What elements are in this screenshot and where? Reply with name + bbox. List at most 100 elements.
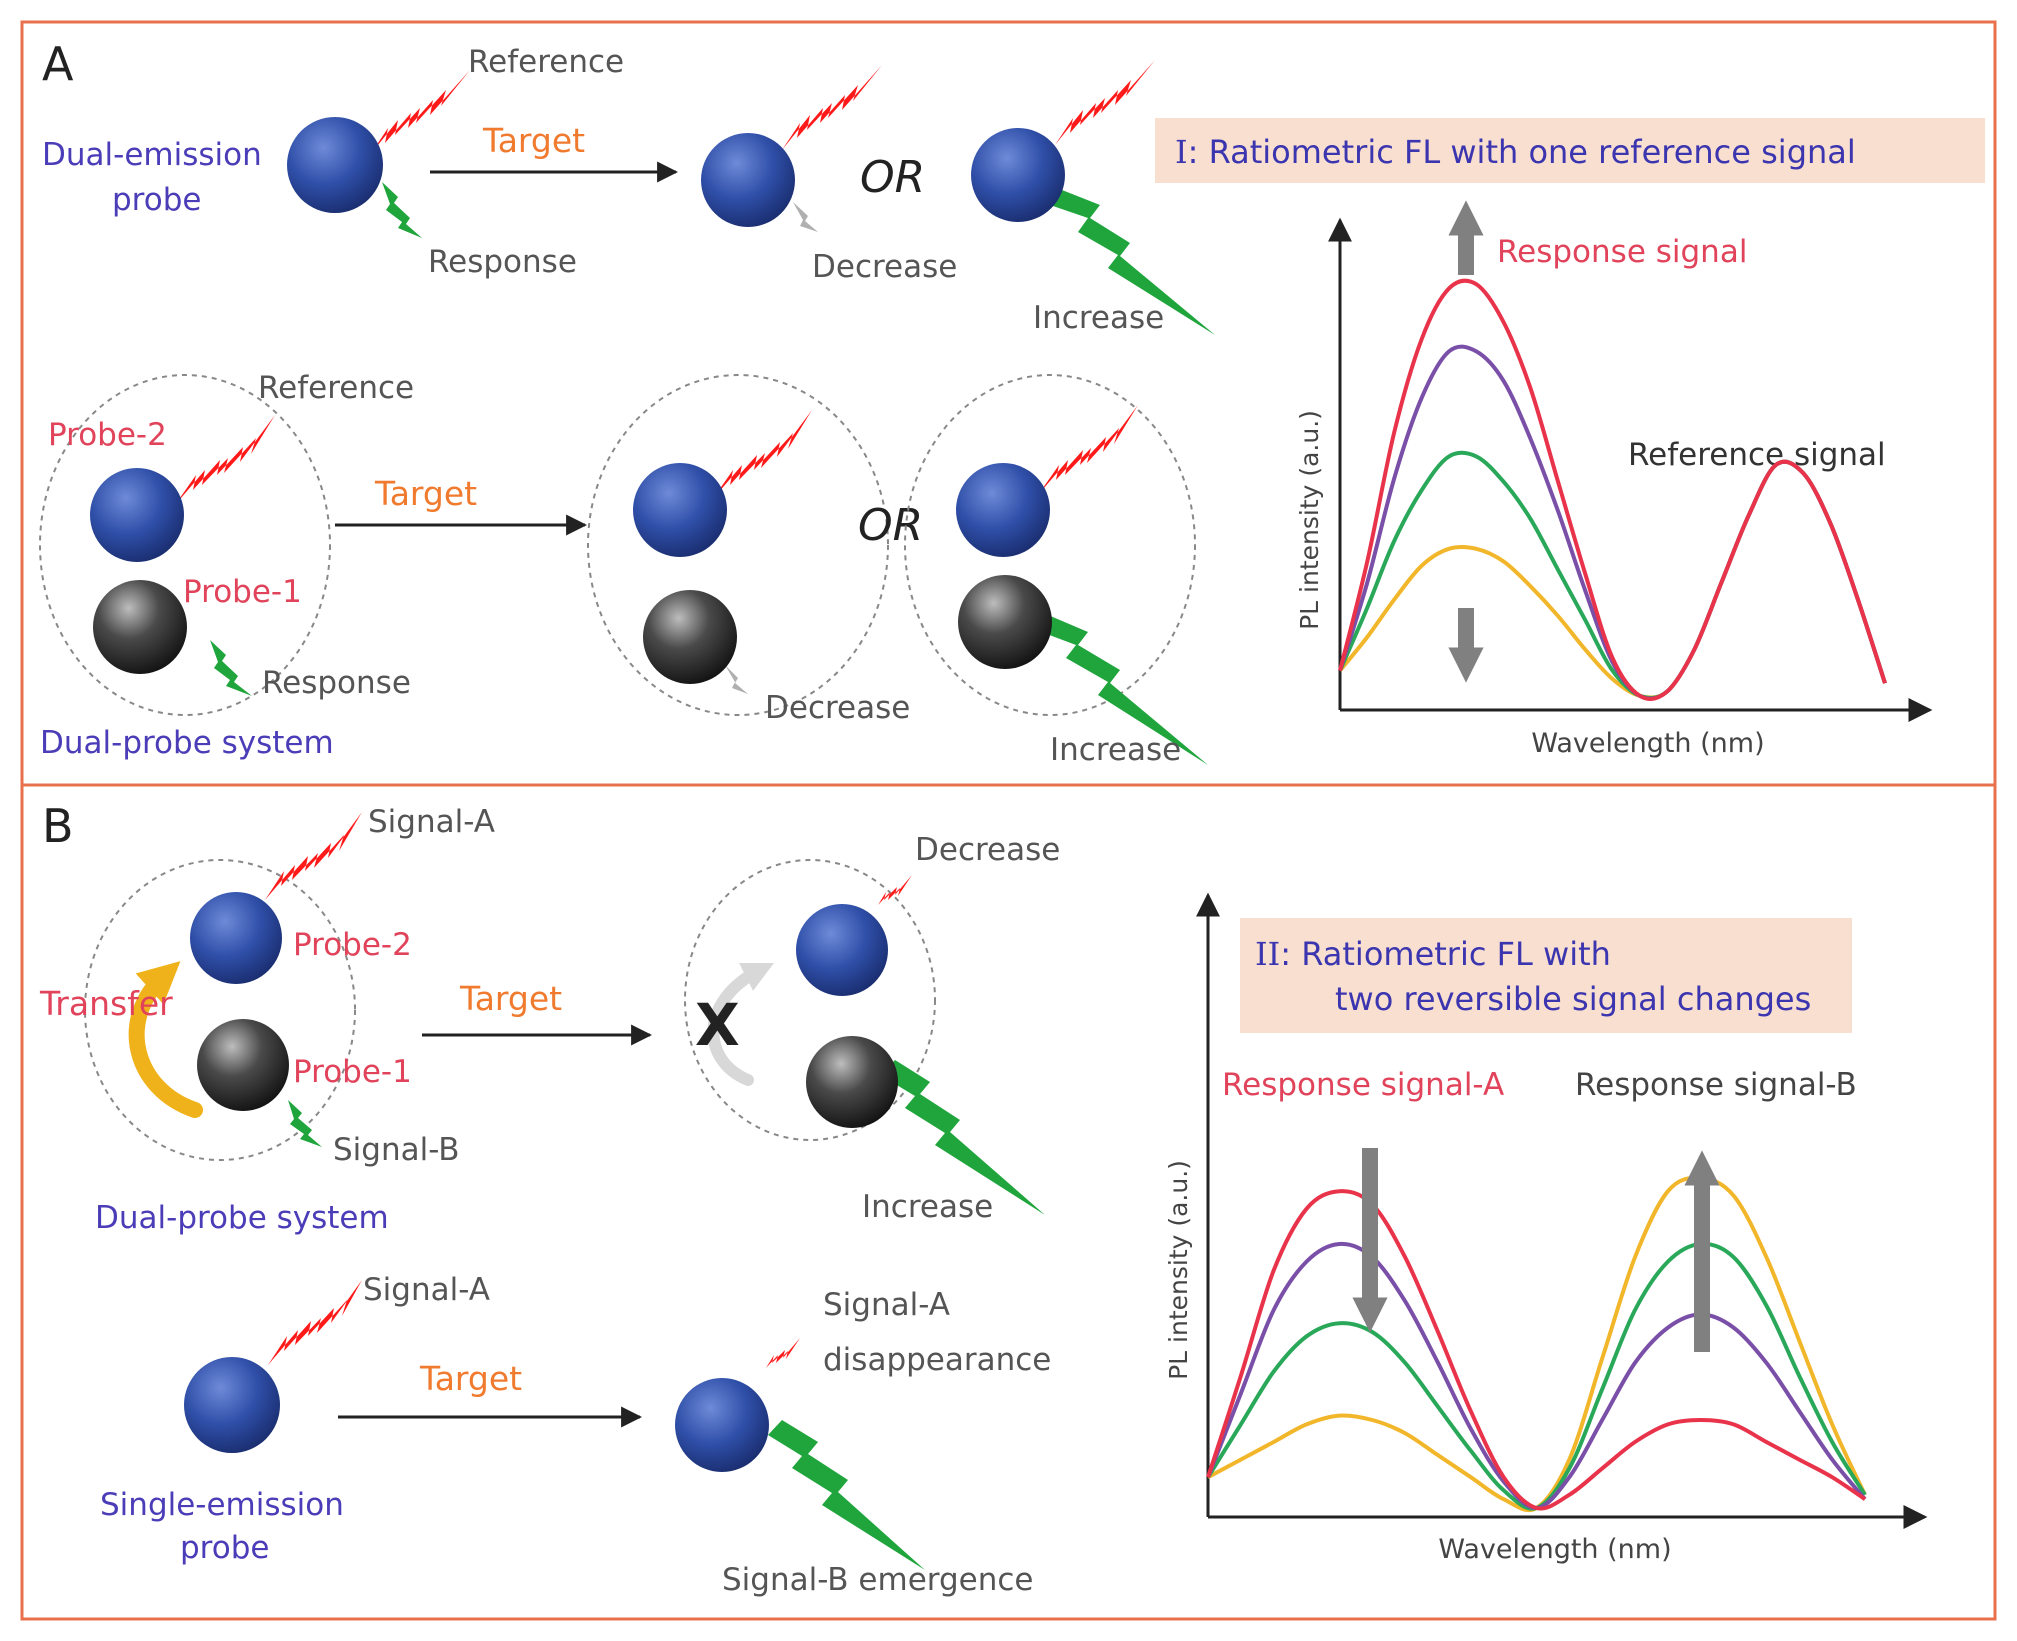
single-emergence-label: Signal-B emergence — [722, 1562, 1033, 1598]
chart-2-series-yellow — [1207, 1175, 1867, 1513]
chart-1-series-red — [1338, 278, 1887, 701]
single-emission-probe-sphere — [184, 1357, 280, 1453]
decrease-label-2: Decrease — [765, 690, 910, 726]
b-target-label: Target — [459, 979, 562, 1018]
target-label: Target — [482, 121, 585, 160]
single-disappearance-line2: disappearance — [823, 1342, 1051, 1378]
reference-label-2: Reference — [258, 370, 414, 406]
b-signal-b-bolt — [288, 1100, 322, 1147]
probe1-sphere — [93, 580, 187, 674]
b-decrease-label: Decrease — [915, 832, 1060, 868]
increase-system-response-bolt — [1036, 615, 1208, 765]
single-emission-label-line2: probe — [180, 1530, 269, 1566]
panel-b-letter: B — [42, 799, 74, 853]
b-result-boundary — [684, 859, 936, 1141]
decrease-system-response-bolt — [725, 665, 748, 694]
panel-b-dual-probe-group: Signal-A Probe-2 Transfer Probe-1 Signal… — [39, 804, 1060, 1236]
chart-2-title-box — [1240, 918, 1852, 1033]
decrease-system-probe1 — [643, 590, 737, 684]
dual-probe-boundary — [39, 374, 331, 716]
chart-1-series — [1338, 278, 1887, 701]
single-signal-a-bolt — [268, 1280, 362, 1365]
chart-1-title-box — [1155, 118, 1985, 183]
chart-1-response-label: Response signal — [1497, 234, 1747, 270]
decrease-system-boundary — [587, 374, 889, 716]
dual-emission-probe-label-line1: Dual-emission — [42, 137, 262, 173]
reference-label: Reference — [468, 44, 624, 80]
chart-1-y-label: PL intensity (a.u.) — [1295, 410, 1324, 630]
b-result-decrease-bolt — [878, 875, 912, 905]
chart-2-series-red — [1206, 1189, 1867, 1511]
b-result-probe1 — [806, 1036, 898, 1128]
b-increase-label: Increase — [862, 1189, 993, 1225]
b-result-increase-bolt — [880, 1060, 1045, 1215]
b-probe2-label: Probe-2 — [293, 927, 412, 963]
or-label: OR — [860, 152, 925, 203]
probe2-reference-bolt — [175, 415, 275, 505]
response-emission-bolt — [382, 182, 422, 238]
b-signal-b-label: Signal-B — [333, 1132, 460, 1168]
transfer-arrow — [128, 961, 203, 1118]
single-emission-label-line1: Single-emission — [100, 1487, 344, 1523]
increase-system-reference-bolt — [1038, 405, 1138, 495]
probe2-sphere — [90, 468, 184, 562]
chart-1-series-purple — [1338, 344, 1887, 701]
increase-system-boundary — [904, 374, 1196, 716]
chart-2-series-green — [1206, 1241, 1867, 1511]
chart-1-title-text: : Ratiometric FL with one reference sign… — [1188, 133, 1856, 171]
b-signal-a-label: Signal-A — [368, 804, 495, 840]
reference-emission-bolt — [370, 70, 470, 155]
chart-2-title-line2: two reversible signal changes — [1335, 980, 1811, 1018]
decrease-reference-bolt — [782, 65, 882, 150]
increase-reference-bolt — [1055, 60, 1155, 145]
panel-a-dual-probe-group: Probe-2 Reference Probe-1 Response Dual-… — [39, 370, 1208, 768]
chart-2-response-a-label: Response signal-A — [1222, 1067, 1504, 1103]
dual-probe-system-label: Dual-probe system — [40, 725, 334, 761]
or-label-2: OR — [858, 500, 923, 551]
decrease-probe-sphere — [701, 133, 795, 227]
chart-2-title-prefix: II — [1255, 935, 1280, 973]
b-blocked-transfer-arrow — [707, 963, 774, 1086]
dual-emission-probe-label-line2: probe — [112, 182, 201, 218]
single-disappearance-line1: Signal-A — [823, 1287, 950, 1323]
chart-1: I: Ratiometric FL with one reference sig… — [1155, 118, 1985, 759]
b-result-probe2 — [796, 904, 888, 996]
probe2-label: Probe-2 — [48, 417, 167, 453]
decrease-label: Decrease — [812, 249, 957, 285]
dual-emission-probe-sphere — [287, 117, 383, 213]
response-label: Response — [428, 244, 577, 280]
increase-system-probe2 — [956, 463, 1050, 557]
panel-a-letter: A — [42, 37, 74, 91]
single-result-signal-a-bolt — [766, 1338, 800, 1368]
decrease-response-bolt — [793, 202, 818, 232]
chart-1-reference-label: Reference signal — [1628, 437, 1886, 473]
b-dual-probe-boundary — [84, 859, 356, 1161]
chart-2-response-b-label: Response signal-B — [1575, 1067, 1857, 1103]
b-blocked-x: X — [695, 991, 740, 1059]
single-signal-a-label: Signal-A — [363, 1272, 490, 1308]
response-label-2: Response — [262, 665, 411, 701]
transfer-label: Transfer — [39, 984, 173, 1023]
single-target-label: Target — [419, 1359, 522, 1398]
single-result-signal-b-bolt — [768, 1420, 925, 1570]
single-result-sphere — [675, 1378, 769, 1472]
b-dual-probe-system-label: Dual-probe system — [95, 1200, 389, 1236]
chart-1-title-prefix: I — [1175, 133, 1188, 171]
b-signal-a-bolt — [265, 812, 362, 900]
chart-2-title-line1: II: Ratiometric FL with — [1255, 935, 1611, 973]
chart-2: II: Ratiometric FL with two reversible s… — [1164, 892, 1928, 1565]
b-probe2-sphere — [190, 892, 282, 984]
b-probe1-label: Probe-1 — [293, 1054, 412, 1090]
chart-2-y-label: PL intensity (a.u.) — [1164, 1160, 1193, 1380]
panel-b-frame — [20, 783, 1997, 1621]
chart-2-series — [1206, 1175, 1867, 1513]
probe1-label: Probe-1 — [183, 574, 302, 610]
increase-label-2: Increase — [1050, 732, 1181, 768]
b-probe1-sphere — [197, 1019, 289, 1111]
dual-emission-probe-group: Dual-emission probe Reference Response T… — [42, 44, 1215, 336]
increase-system-probe1 — [958, 575, 1052, 669]
single-emission-probe-group: Signal-A Single-emission probe Target Si… — [100, 1272, 1051, 1598]
chart-2-x-label: Wavelength (nm) — [1438, 1534, 1671, 1565]
increase-label: Increase — [1033, 300, 1164, 336]
